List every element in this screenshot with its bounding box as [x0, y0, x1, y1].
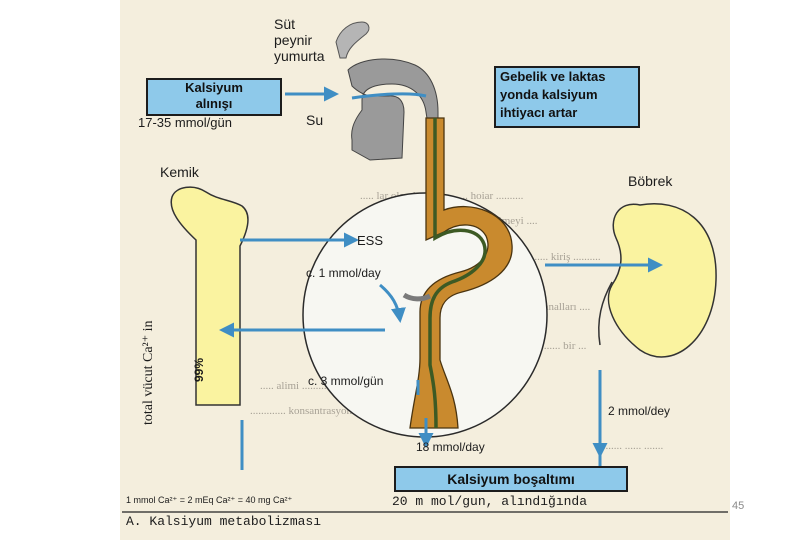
pregnancy-note-line: ihtiyacı artar	[500, 105, 578, 120]
pregnancy-note-box: Gebelik ve laktas yonda kalsiyum ihtiyac…	[494, 66, 640, 128]
ureter	[597, 281, 613, 346]
excretion-total: 20 m mol/gun, alındığında	[392, 494, 588, 509]
bridge	[402, 292, 432, 302]
total-calcium-label: total vücut Ca²⁺ in	[141, 320, 156, 425]
intake-box-line: Kalsiyum	[185, 80, 243, 95]
pregnancy-note-line: Gebelik ve laktas	[500, 69, 606, 84]
bone-label: Kemik	[160, 164, 199, 180]
bone-shape	[170, 186, 249, 406]
kidney-shape	[607, 203, 717, 358]
excretion-box: Kalsiyum boşaltımı	[394, 466, 628, 492]
ecf-flow-out: c. 3 mmol/gün	[308, 374, 384, 388]
food-tube	[335, 21, 370, 59]
figure-caption: A. Kalsiyum metabolizması	[126, 514, 322, 529]
pregnancy-note-line: yonda kalsiyum	[500, 87, 598, 102]
background-print: ........ ...... .......	[600, 440, 664, 452]
water-arrow	[351, 92, 427, 100]
food-source-egg: yumurta	[274, 48, 325, 64]
gut-excretion-label: 18 mmol/day	[416, 440, 485, 454]
absorption-arrow	[379, 283, 406, 323]
bone-percent: 99%	[192, 357, 206, 382]
kidney-label: Böbrek	[628, 173, 673, 189]
gut-inner-line	[428, 118, 487, 429]
page-number: 45	[732, 500, 745, 512]
head-silhouette	[347, 58, 439, 161]
intake-box-line: alınışı	[195, 96, 233, 111]
intake-amount: 17-35 mmol/gün	[138, 115, 232, 130]
food-source-milk: Süt	[274, 16, 296, 32]
ecf-label: ESS	[357, 233, 384, 248]
unit-note: 1 mmol Ca²⁺ = 2 mEq Ca²⁺ = 40 mg Ca²⁺	[126, 495, 293, 505]
intake-box: Kalsiyum alınışı	[146, 78, 282, 116]
ecf-flow-in: c. 1 mmol/day	[306, 266, 381, 280]
food-source-cheese: peynir	[274, 32, 313, 48]
water-label: Su	[306, 112, 324, 128]
food-sources: Süt peynir yumurta	[274, 16, 325, 64]
kidney-excretion-label: 2 mmol/dey	[608, 404, 671, 418]
